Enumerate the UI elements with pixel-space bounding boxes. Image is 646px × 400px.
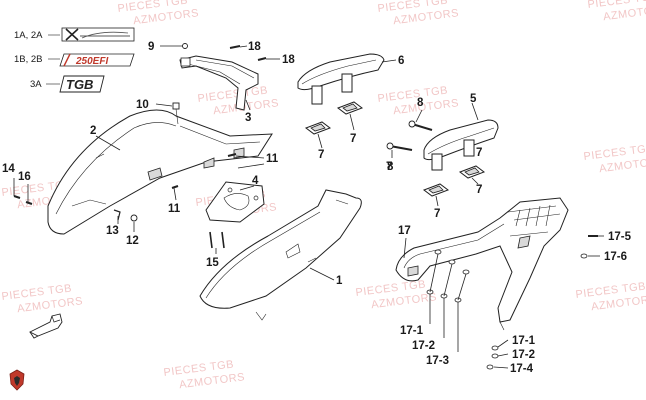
callout-15: 15 (206, 257, 219, 269)
part-5-grab-bar (423, 119, 499, 171)
callout-14: 14 (2, 163, 15, 175)
callout-18: 18 (282, 54, 295, 66)
callout-3: 3 (245, 112, 251, 124)
callout-7: 7 (318, 149, 324, 161)
svg-text:250EFI: 250EFI (75, 56, 108, 67)
part-1-lower-panel (199, 189, 362, 321)
brand-shield-icon (9, 369, 25, 391)
callout-16: 16 (18, 171, 31, 183)
leader-lines (13, 45, 604, 369)
callout-8: 8 (417, 97, 424, 109)
part-3-grab-handle (179, 55, 259, 111)
reference-legend: 1A, 2A 1B, 2B 250EFI 3A TGB (14, 27, 135, 93)
part-4-bracket-plate (205, 181, 265, 223)
callout-17-3: 17-3 (426, 355, 449, 367)
orientation-arrow-icon (28, 313, 63, 339)
callout-10: 10 (136, 99, 149, 111)
reference-code-2: 1B, 2B (14, 54, 43, 65)
callout-9: 9 (148, 41, 154, 53)
part-17-rear-carrier (395, 197, 569, 331)
callout-7: 7 (476, 147, 482, 159)
250efi-logo: 250EFI (59, 53, 135, 67)
callout-12: 12 (126, 235, 139, 247)
callout-17-5: 17-5 (608, 231, 632, 243)
callout-17-1: 17-1 (400, 325, 424, 337)
callout-11: 11 (266, 153, 279, 165)
pads-part-7 (304, 101, 486, 207)
callout-11: 11 (168, 203, 181, 215)
callout-18: 18 (248, 41, 261, 53)
reference-code-3: 3A (30, 79, 42, 90)
callout-17-4: 17-4 (510, 363, 534, 375)
callout-4: 4 (252, 175, 259, 187)
callout-labels: 1 2 3 4 5 6 7 7 7 7 7 7 8 8 9 10 11 11 1… (2, 41, 632, 375)
callout-17-1: 17-1 (512, 335, 536, 347)
callout-13: 13 (106, 225, 119, 237)
callout-2: 2 (90, 125, 96, 137)
svg-text:TGB: TGB (66, 77, 93, 92)
callout-17-2: 17-2 (412, 340, 435, 352)
callout-7: 7 (434, 208, 440, 220)
watermark-line1: PIECES TGB (587, 0, 646, 11)
callout-17-6: 17-6 (604, 251, 627, 263)
callout-17-2: 17-2 (512, 349, 535, 361)
fasteners (13, 43, 598, 370)
callout-7: 7 (386, 161, 392, 173)
reference-code-1: 1A, 2A (14, 30, 43, 41)
callout-8: 8 (387, 161, 394, 173)
callout-6: 6 (398, 55, 404, 67)
callout-7: 7 (476, 184, 482, 196)
callout-17: 17 (398, 225, 411, 237)
callout-1: 1 (336, 275, 343, 287)
part-6-grab-bar (297, 53, 385, 105)
callout-7: 7 (350, 133, 356, 145)
callout-5: 5 (470, 93, 477, 105)
x-motion-logo (61, 27, 135, 42)
tgb-logo: TGB (59, 75, 105, 93)
